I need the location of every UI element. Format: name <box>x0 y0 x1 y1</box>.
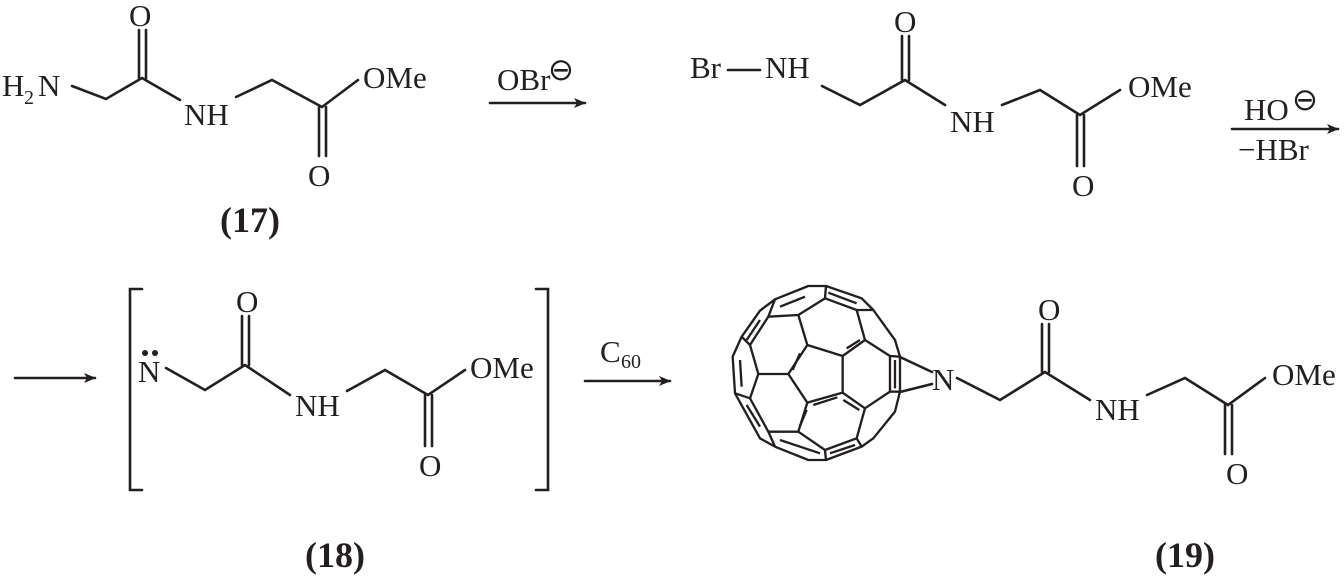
ome-label: OMe <box>363 60 427 95</box>
right-bracket <box>534 287 550 492</box>
arrow-step-1: OBr ⊖ <box>488 52 587 108</box>
aziridine-bond <box>898 355 934 374</box>
ome-label: OMe <box>1128 69 1192 104</box>
nitrene-n: N <box>138 354 160 389</box>
arrow-step-3: C 60 <box>583 334 672 386</box>
bond <box>164 363 292 397</box>
nh-label: NH <box>295 388 340 423</box>
reagent-label: HO <box>1244 92 1289 127</box>
aziridine-bond <box>898 382 934 394</box>
ome-label: OMe <box>470 350 534 385</box>
bond <box>820 78 947 107</box>
arrow-step-2: HO ⊖ −HBr <box>1230 82 1340 167</box>
nh-label: NH <box>184 97 229 132</box>
amine-h: H <box>2 68 24 103</box>
compound-label: (19) <box>1155 535 1215 575</box>
charge-label: ⊖ <box>1292 82 1318 117</box>
fullerene-c60-icon <box>731 284 902 462</box>
bond <box>1145 376 1267 407</box>
nh-label: NH <box>765 50 810 85</box>
compound-19: N O NH O OMe (19) <box>731 284 1336 575</box>
ester-o: O <box>1072 168 1094 203</box>
reagent-subscript: 60 <box>621 351 641 373</box>
nh-label: NH <box>950 104 995 139</box>
br-label: Br <box>690 50 722 85</box>
bond <box>345 368 467 397</box>
compound-17: H 2 N O NH O OMe (17) <box>2 0 427 240</box>
ester-o: O <box>1226 456 1248 491</box>
reagent-label: OBr <box>497 62 551 97</box>
carbonyl-o: O <box>894 4 916 39</box>
carbonyl-o: O <box>236 284 258 319</box>
left-bracket <box>128 287 144 492</box>
bond <box>1000 88 1122 117</box>
charge-label: ⊖ <box>548 52 574 87</box>
n-bromo-intermediate: Br NH O NH O OMe <box>690 4 1192 203</box>
reagent-label: C <box>600 334 621 369</box>
bond <box>955 370 1092 402</box>
ester-o: O <box>419 448 441 483</box>
bond <box>234 78 360 109</box>
compound-label: (18) <box>305 535 365 575</box>
amine-n: N <box>38 68 60 103</box>
ome-label: OMe <box>1272 357 1336 392</box>
carbonyl-o: O <box>1038 292 1060 327</box>
amine-subscript: 2 <box>24 87 34 109</box>
aziridine-n: N <box>932 362 954 397</box>
byproduct-label: −HBr <box>1238 132 1310 167</box>
carbonyl-o: O <box>129 0 151 33</box>
lone-pair-dot <box>142 350 148 356</box>
nh-label: NH <box>1095 392 1140 427</box>
bond <box>70 76 182 102</box>
compound-label: (17) <box>220 200 280 240</box>
compound-18: N O NH O OMe (18) <box>128 284 550 575</box>
ester-o: O <box>308 158 330 193</box>
lone-pair-dot <box>152 350 158 356</box>
